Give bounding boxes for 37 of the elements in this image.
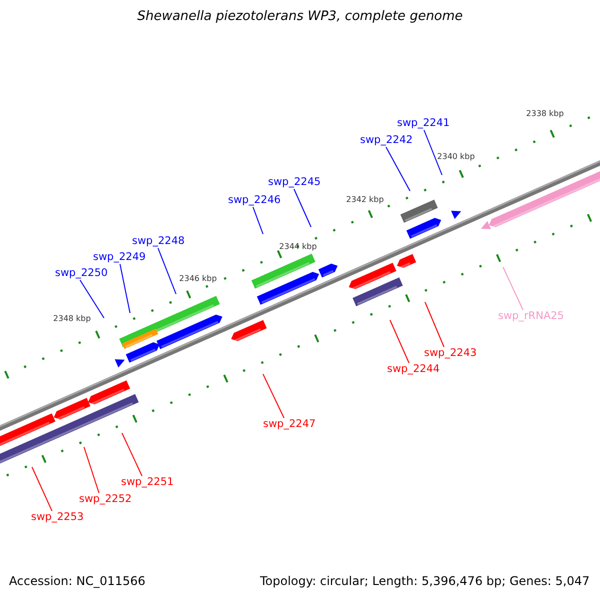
genome-summary-text: Topology: circular; Length: 5,396,476 bp; Genes: 5,047 [260,574,590,589]
leader-line [424,130,442,176]
leader-line [424,302,444,348]
gene-label: swp_2247 [263,418,316,431]
leader-line [84,446,100,494]
position-label: 2340 kbp [437,151,475,162]
position-label: 2346 kbp [179,273,217,284]
leader-line [32,466,52,512]
gene-label: swp_2241 [397,117,450,130]
gene-label: swp_2245 [268,176,321,189]
leader-line [120,264,130,314]
leader-line [502,266,524,310]
gene-label: swp_2249 [93,251,146,264]
position-label: 2338 kbp [526,108,564,119]
gene-label: swp_2251 [121,476,174,489]
gene-label: swp_2248 [132,235,185,248]
gene-label: swp_rRNA25 [498,310,564,323]
gene-label: swp_2243 [424,347,477,360]
title: Shewanella piezotolerans WP3, complete genome [136,9,464,24]
position-label: 2342 kbp [346,194,384,205]
leader-line [390,320,410,364]
leader-line [386,146,410,192]
leader-line [80,280,104,318]
gene-label: swp_2242 [360,134,413,147]
gene-label: swp_2246 [228,194,281,207]
position-label: 2344 kbp [279,241,317,252]
position-label: 2348 kbp [53,313,91,324]
leader-line [252,206,264,234]
gene-label: swp_2253 [31,511,84,524]
leader-line [294,188,312,228]
accession-text: Accession: NC_011566 [9,574,146,589]
gene-label: swp_2244 [387,363,440,376]
gene-label: swp_2250 [55,267,108,280]
leader-line [122,432,142,476]
gene-label: swp_2252 [79,493,132,506]
leader-line [262,374,284,418]
leader-line [158,248,176,294]
